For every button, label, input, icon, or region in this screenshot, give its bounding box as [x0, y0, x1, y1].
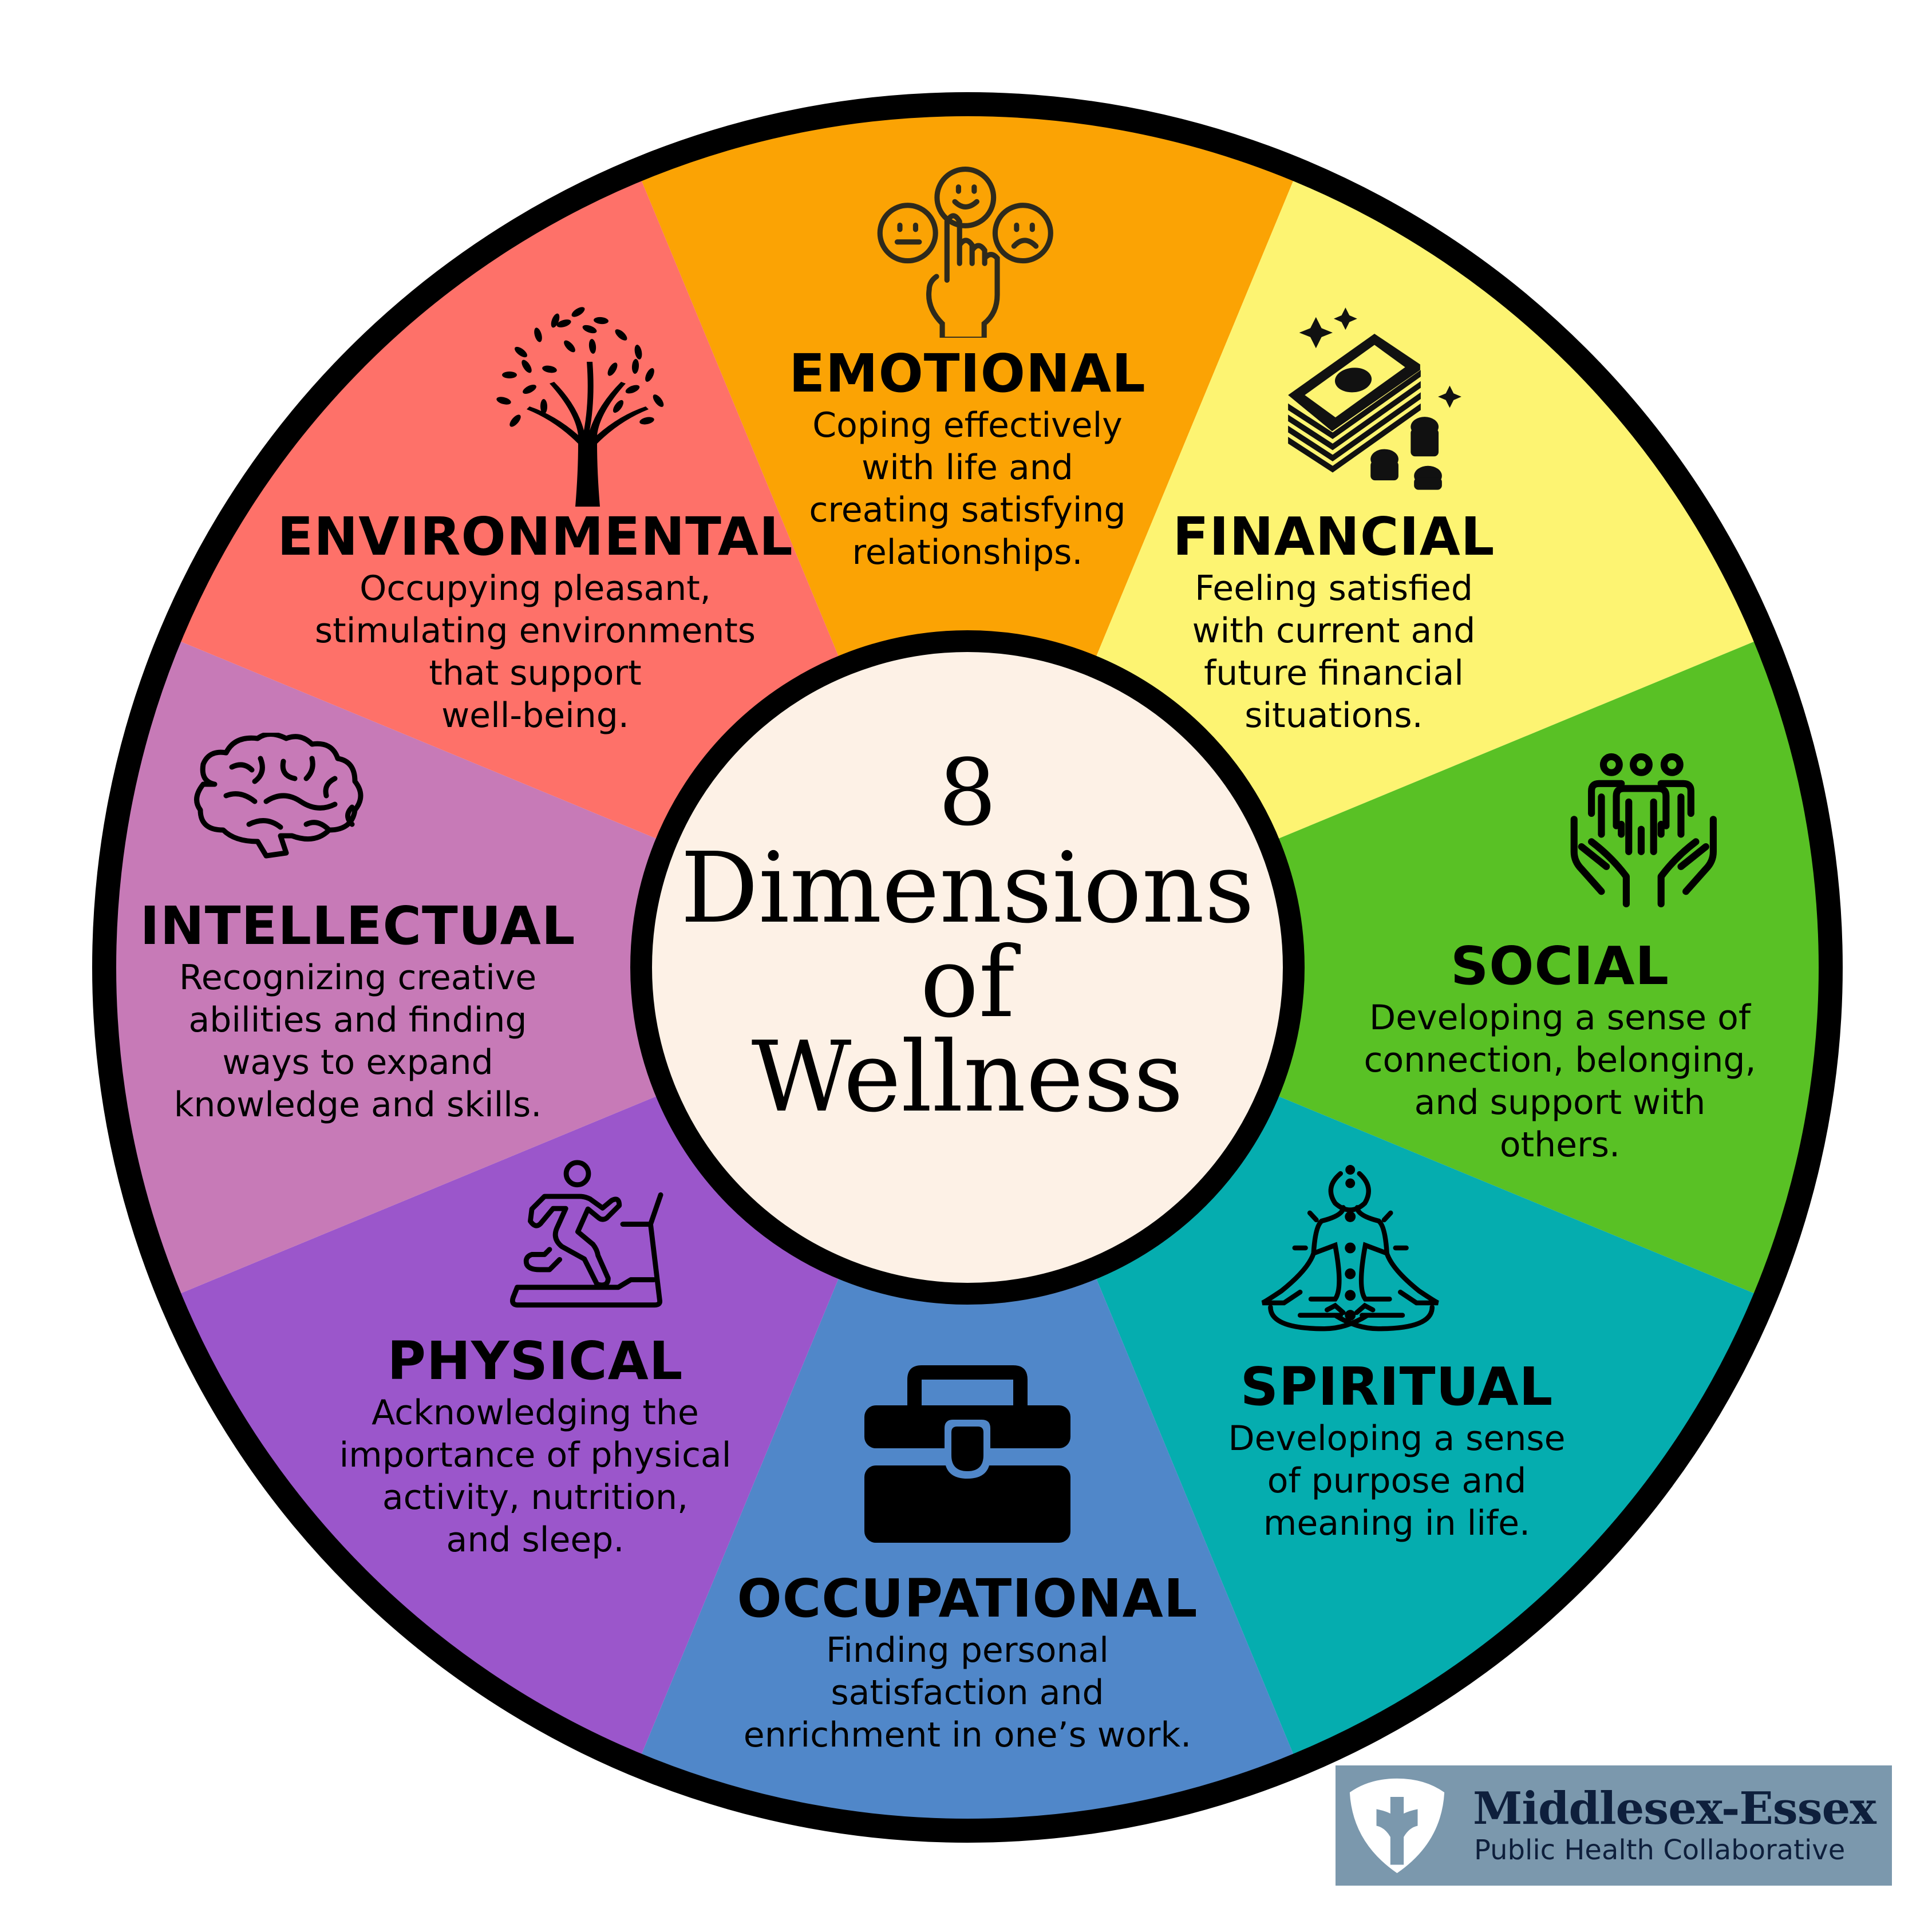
wheel-segment-intellectual	[104, 637, 968, 1298]
treadmill-runner-icon	[509, 1160, 663, 1308]
tree-leaf	[639, 417, 654, 425]
tree-leaf	[509, 414, 521, 427]
tree-leaf	[582, 325, 597, 334]
segment-title: INTELLECTUAL	[140, 895, 576, 957]
tree-leaf	[571, 307, 585, 317]
emotion-faces-hand-icon	[877, 167, 1053, 338]
tree-leaf	[564, 340, 575, 353]
meditation-chakra-icon	[1261, 1165, 1439, 1332]
segment-title: SOCIAL	[1450, 935, 1670, 997]
tree-leaf	[625, 385, 640, 394]
segment-description: Occupying pleasant,stimulating environme…	[314, 568, 756, 736]
tree-leaf	[540, 399, 548, 414]
tree-leaf	[515, 346, 527, 358]
segment-title: PHYSICAL	[387, 1330, 683, 1392]
briefcase-icon	[864, 1365, 1070, 1543]
tree-leaf	[523, 385, 536, 394]
tree-leaf	[634, 345, 642, 359]
tree-leaf	[645, 368, 654, 382]
center-title-number: 8	[938, 739, 997, 846]
segment-title: ENVIRONMENTAL	[277, 506, 793, 567]
tree-leaf	[613, 400, 624, 413]
center-title-line-dimensions: Dimensions	[680, 832, 1255, 945]
tree-leaf	[588, 339, 596, 354]
tree-leaf	[594, 317, 609, 325]
tree-icon	[496, 307, 664, 507]
center-title: 8 Dimensions of Wellness	[680, 739, 1255, 1134]
wheel-outer-rim	[92, 92, 1843, 1843]
tree-leaf	[615, 329, 627, 341]
logo-subtitle: Public Health Collaborative	[1474, 1834, 1846, 1866]
wheel-segment-occupational	[637, 967, 1298, 1831]
tree-leaf	[556, 319, 571, 327]
center-title-line-wellness: Wellness	[751, 1021, 1184, 1134]
segment-title: SPIRITUAL	[1240, 1356, 1554, 1417]
tree-leaf	[496, 397, 511, 405]
tree-leaf	[607, 362, 618, 376]
segment-title: FINANCIAL	[1172, 506, 1495, 567]
logo-name: Middlesex-Essex	[1473, 1783, 1876, 1835]
wheel-segment-emotional	[637, 104, 1298, 967]
people-in-hands-icon	[1570, 753, 1717, 908]
segment-title: OCCUPATIONAL	[737, 1568, 1198, 1629]
segment-environmental: ENVIRONMENTAL Occupying pleasant,stimula…	[277, 509, 793, 737]
tree-leaf	[534, 327, 542, 342]
tree-leaf	[502, 372, 517, 378]
center-title-line-of: of	[920, 926, 1015, 1040]
organization-logo: Middlesex-Essex Public Health Collaborat…	[1336, 1765, 1892, 1886]
tree-leaf	[631, 359, 639, 374]
tree-leaf	[653, 394, 664, 407]
money-stack-coins-icon	[1288, 307, 1461, 490]
tree-leaf	[542, 365, 557, 373]
segment-title: EMOTIONAL	[789, 343, 1146, 404]
brain-icon	[194, 733, 364, 859]
center-circle	[630, 630, 1305, 1305]
tree-leaf	[521, 359, 532, 373]
shield-cross-icon	[1349, 1778, 1445, 1874]
